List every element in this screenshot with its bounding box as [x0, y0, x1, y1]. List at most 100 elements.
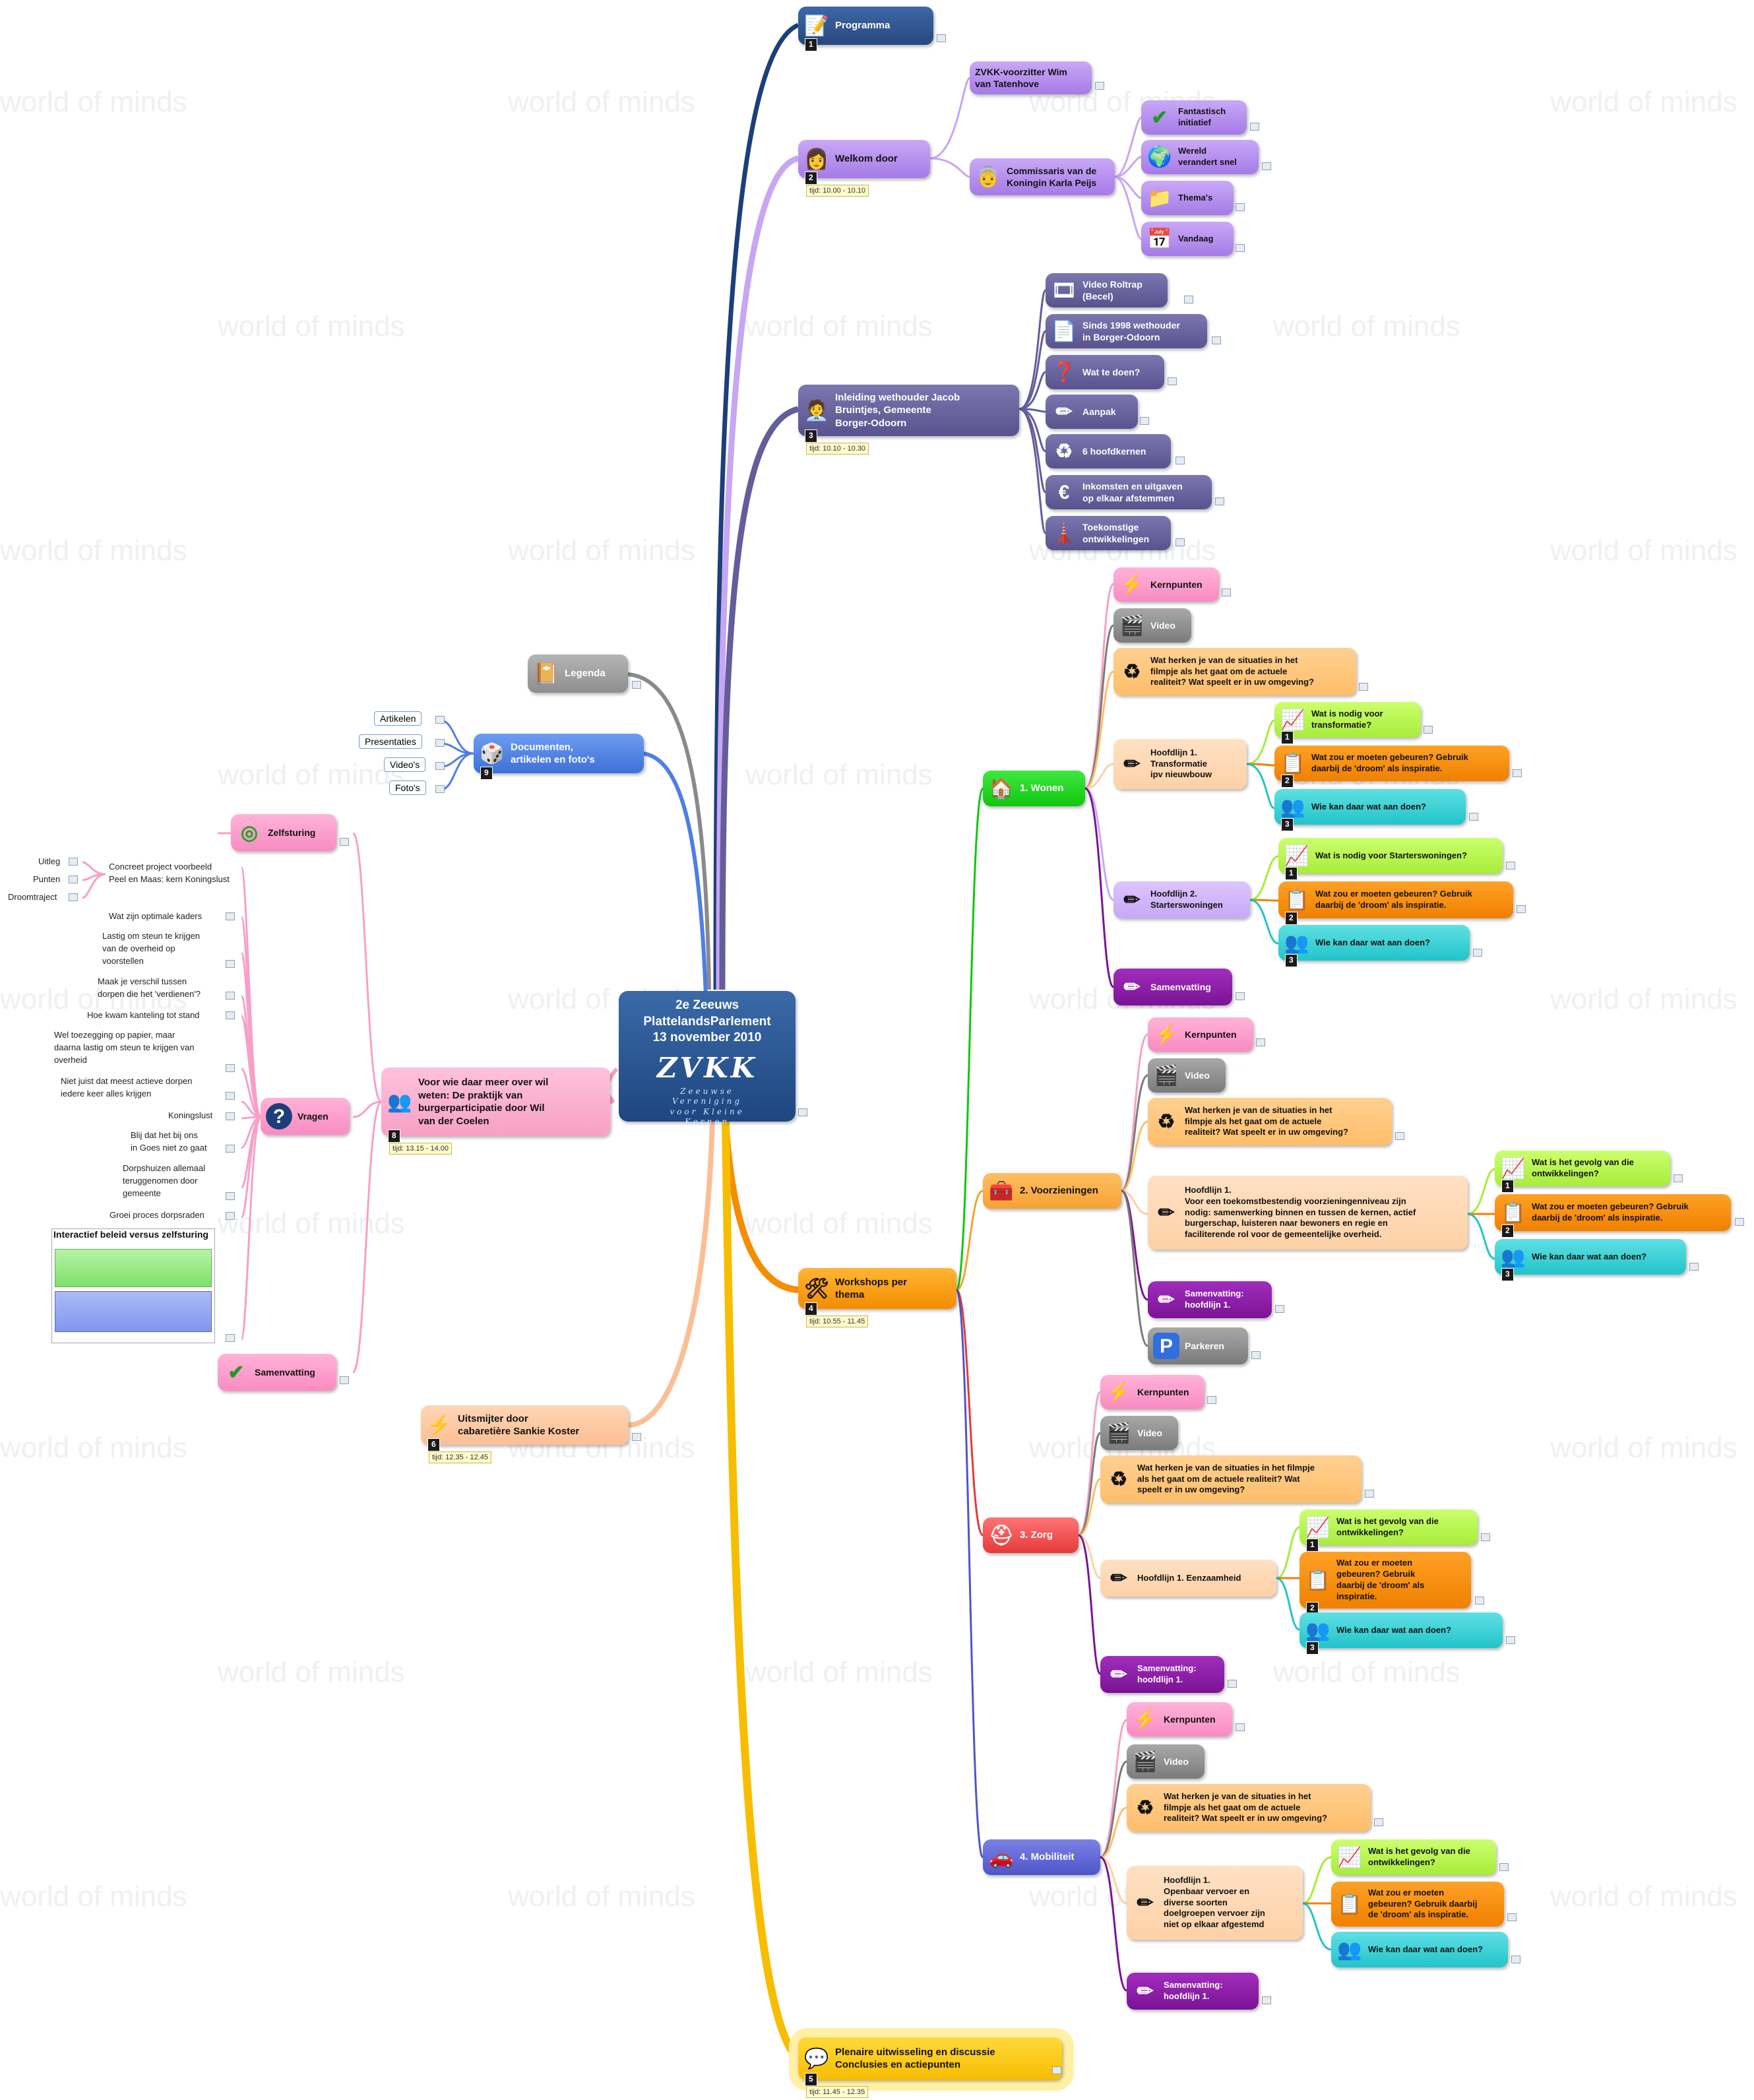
- note-icon[interactable]: [1511, 1956, 1520, 1963]
- wonen-h1-b[interactable]: 📋 Wat zou er moeten gebeuren? Gebruik da…: [1274, 746, 1509, 788]
- zorg-h1-c[interactable]: 👥 Wie kan daar wat aan doen? 3: [1300, 1612, 1503, 1655]
- vraag-8[interactable]: Blij dat het bij ons in Goes niet zo gaa…: [131, 1130, 207, 1153]
- node-sinds-1998[interactable]: 📄 Sinds 1998 wethouder in Borger-Odoorn: [1046, 314, 1207, 348]
- doc-presentaties[interactable]: Presentaties: [359, 734, 422, 749]
- mob-hoofdlijn1[interactable]: ✏ Hoofdlijn 1. Openbaar vervoer en diver…: [1127, 1866, 1303, 1940]
- note-icon[interactable]: [226, 960, 235, 968]
- wonen-h1-c[interactable]: 👥 Wie kan daar wat aan doen? 3: [1274, 789, 1466, 831]
- globe-icon[interactable]: [798, 1108, 807, 1116]
- note-icon[interactable]: [1481, 1533, 1490, 1541]
- node-aanpak[interactable]: ✏ Aanpak: [1046, 395, 1138, 429]
- voorz-video[interactable]: 🎬 Video: [1148, 1058, 1226, 1093]
- mob-h1-b[interactable]: 📋 Wat zou er moeten gebeuren? Gebruik da…: [1331, 1882, 1504, 1926]
- wonen-h2-a[interactable]: 📈 Wat is nodig voor Starterswoningen? 1: [1278, 838, 1503, 880]
- mob-video[interactable]: 🎬 Video: [1127, 1744, 1205, 1779]
- topic-workshops[interactable]: 🛠 Workshops per thema 4 tijd: 10.55 - 11…: [798, 1268, 956, 1327]
- node-toekomstige[interactable]: 🗼 Toekomstige ontwikkelingen: [1046, 516, 1171, 550]
- zorg-video[interactable]: 🎬 Video: [1100, 1416, 1178, 1450]
- note-icon[interactable]: [937, 34, 946, 42]
- note-icon[interactable]: [1184, 296, 1193, 303]
- wonen-h1-a[interactable]: 📈 Wat is nodig voor transformatie? 1: [1274, 702, 1421, 744]
- mob-h1-c[interactable]: 👥 Wie kan daar wat aan doen?: [1331, 1932, 1508, 1967]
- zorg-hoofdlijn1[interactable]: ✏ Hoofdlijn 1. Eenzaamheid: [1100, 1560, 1276, 1597]
- topic-wil-van-der-coelen[interactable]: 👥 Voor wie daar meer over wil weten: De …: [381, 1067, 610, 1155]
- zorg-herken[interactable]: ♻ Wat herken je van de situaties in het …: [1100, 1455, 1362, 1503]
- note-icon[interactable]: [340, 1376, 349, 1384]
- note-icon[interactable]: [1424, 726, 1433, 734]
- node-wereld[interactable]: 🌍 Wereld verandert snel: [1141, 140, 1259, 174]
- node-wat-te-doen[interactable]: ❓ Wat te doen?: [1046, 355, 1164, 389]
- note-icon[interactable]: [1140, 417, 1149, 425]
- voorz-parkeren[interactable]: P Parkeren: [1148, 1327, 1248, 1364]
- mob-kernpunten[interactable]: ⚡ Kernpunten: [1127, 1702, 1232, 1736]
- doc-artikelen[interactable]: Artikelen: [374, 711, 422, 726]
- note-icon[interactable]: [435, 716, 445, 724]
- note-icon[interactable]: [1222, 589, 1231, 596]
- note-icon[interactable]: [1517, 905, 1526, 913]
- note-icon[interactable]: [226, 1212, 235, 1220]
- topic-plenaire[interactable]: 💬 Plenaire uitwisseling en discussie Con…: [798, 2037, 1062, 2098]
- doc-fotos[interactable]: Foto's: [389, 780, 426, 795]
- note-icon[interactable]: [1175, 457, 1185, 464]
- note-icon[interactable]: [1256, 1038, 1265, 1046]
- node-vandaag[interactable]: 📅 Vandaag: [1141, 222, 1234, 256]
- wonen-herken[interactable]: ♻ Wat herken je van de situaties in het …: [1113, 648, 1356, 695]
- wil-droomtraject[interactable]: Droomtraject: [8, 892, 57, 902]
- note-icon[interactable]: [1735, 1218, 1744, 1226]
- note-icon[interactable]: [1228, 1680, 1237, 1688]
- node-inkomsten[interactable]: € Inkomsten en uitgaven op elkaar afstem…: [1046, 475, 1212, 509]
- note-icon[interactable]: [435, 785, 445, 793]
- theme-voorzieningen[interactable]: 🧰 2. Voorzieningen: [983, 1173, 1121, 1209]
- note-icon[interactable]: [435, 739, 445, 747]
- topic-welkom[interactable]: 👩 Welkom door 2 tijd: 10.00 - 10.10: [798, 140, 930, 197]
- note-icon[interactable]: [1475, 1597, 1484, 1605]
- note-icon[interactable]: [1473, 949, 1482, 957]
- note-icon[interactable]: [1507, 1913, 1517, 1921]
- wonen-kernpunten[interactable]: ⚡ Kernpunten: [1113, 567, 1219, 602]
- topic-legenda[interactable]: 📔 Legenda: [528, 654, 628, 693]
- vraag-3[interactable]: Maak je verschil tussen dorpen die het '…: [98, 976, 201, 999]
- vraag-1[interactable]: Wat zijn optimale kaders: [109, 911, 203, 921]
- node-wim[interactable]: ZVKK-voorzitter Wim van Tatenhove: [970, 61, 1092, 94]
- note-icon[interactable]: [1236, 1723, 1245, 1731]
- node-themas[interactable]: 📁 Thema's: [1141, 181, 1234, 215]
- voorz-h1-b[interactable]: 📋 Wat zou er moeten gebeuren? Gebruik da…: [1495, 1194, 1731, 1238]
- note-icon[interactable]: [1207, 1396, 1216, 1404]
- vraag-4[interactable]: Hoe kwam kanteling tot stand: [87, 1010, 200, 1020]
- topic-uitsmijter[interactable]: ⚡ Uitsmijter door cabaretière Sankie Kos…: [421, 1405, 629, 1463]
- note-icon[interactable]: [1262, 1996, 1271, 2004]
- note-icon[interactable]: [1262, 162, 1271, 170]
- node-fantastisch[interactable]: ✔ Fantastisch initiatief: [1141, 100, 1247, 135]
- vraag-6[interactable]: Niet juist dat meest actieve dorpen iede…: [61, 1076, 193, 1098]
- note-icon[interactable]: [1499, 1863, 1509, 1871]
- note-icon[interactable]: [69, 875, 78, 883]
- globe-icon[interactable]: [1052, 2066, 1061, 2074]
- topic-inleiding[interactable]: 🧑‍💼 Inleiding wethouder Jacob Bruintjes,…: [798, 385, 1019, 455]
- note-icon[interactable]: [1513, 769, 1522, 777]
- wonen-h2-c[interactable]: 👥 Wie kan daar wat aan doen? 3: [1278, 925, 1470, 967]
- theme-zorg[interactable]: ⛑ 3. Zorg: [983, 1517, 1079, 1553]
- note-icon[interactable]: [1236, 203, 1245, 211]
- note-icon[interactable]: [226, 992, 235, 1000]
- zorg-h1-b[interactable]: 📋 Wat zou er moeten gebeuren? Gebruik da…: [1300, 1552, 1471, 1615]
- voorz-h1-a[interactable]: 📈 Wat is het gevolg van die ontwikkeling…: [1495, 1151, 1670, 1193]
- mob-herken[interactable]: ♻ Wat herken je van de situaties in het …: [1127, 1784, 1371, 1831]
- spreadsheet-image[interactable]: Interactief beleid versus zelfsturing: [51, 1228, 215, 1343]
- voorz-hoofdlijn1[interactable]: ✏ Hoofdlijn 1. Voor een toekomstbestendi…: [1148, 1176, 1468, 1250]
- note-icon[interactable]: [1175, 538, 1185, 546]
- note-icon[interactable]: [1365, 1490, 1374, 1498]
- note-icon[interactable]: [226, 1334, 235, 1342]
- wonen-hoofdlijn1[interactable]: ✏ Hoofdlijn 1. Transformatie ipv nieuwbo…: [1113, 739, 1247, 789]
- vraag-5[interactable]: Wel toezegging op papier, maar daarna la…: [54, 1030, 195, 1065]
- zorg-h1-a[interactable]: 📈 Wat is het gevolg van die ontwikkeling…: [1300, 1510, 1478, 1552]
- note-icon[interactable]: [69, 893, 78, 901]
- wil-punten[interactable]: Punten: [33, 874, 61, 884]
- note-icon[interactable]: [1689, 1263, 1699, 1271]
- vraag-7[interactable]: Koningslust: [168, 1110, 213, 1120]
- note-icon[interactable]: [1168, 377, 1177, 385]
- topic-documenten[interactable]: 🎲 Documenten, artikelen en foto's 9: [474, 734, 644, 780]
- note-icon[interactable]: [632, 681, 641, 689]
- wil-samenvatting[interactable]: ✔ Samenvatting: [218, 1354, 336, 1391]
- wonen-h2-b[interactable]: 📋 Wat zou er moeten gebeuren? Gebruik da…: [1278, 881, 1513, 925]
- wonen-video[interactable]: 🎬 Video: [1113, 608, 1191, 643]
